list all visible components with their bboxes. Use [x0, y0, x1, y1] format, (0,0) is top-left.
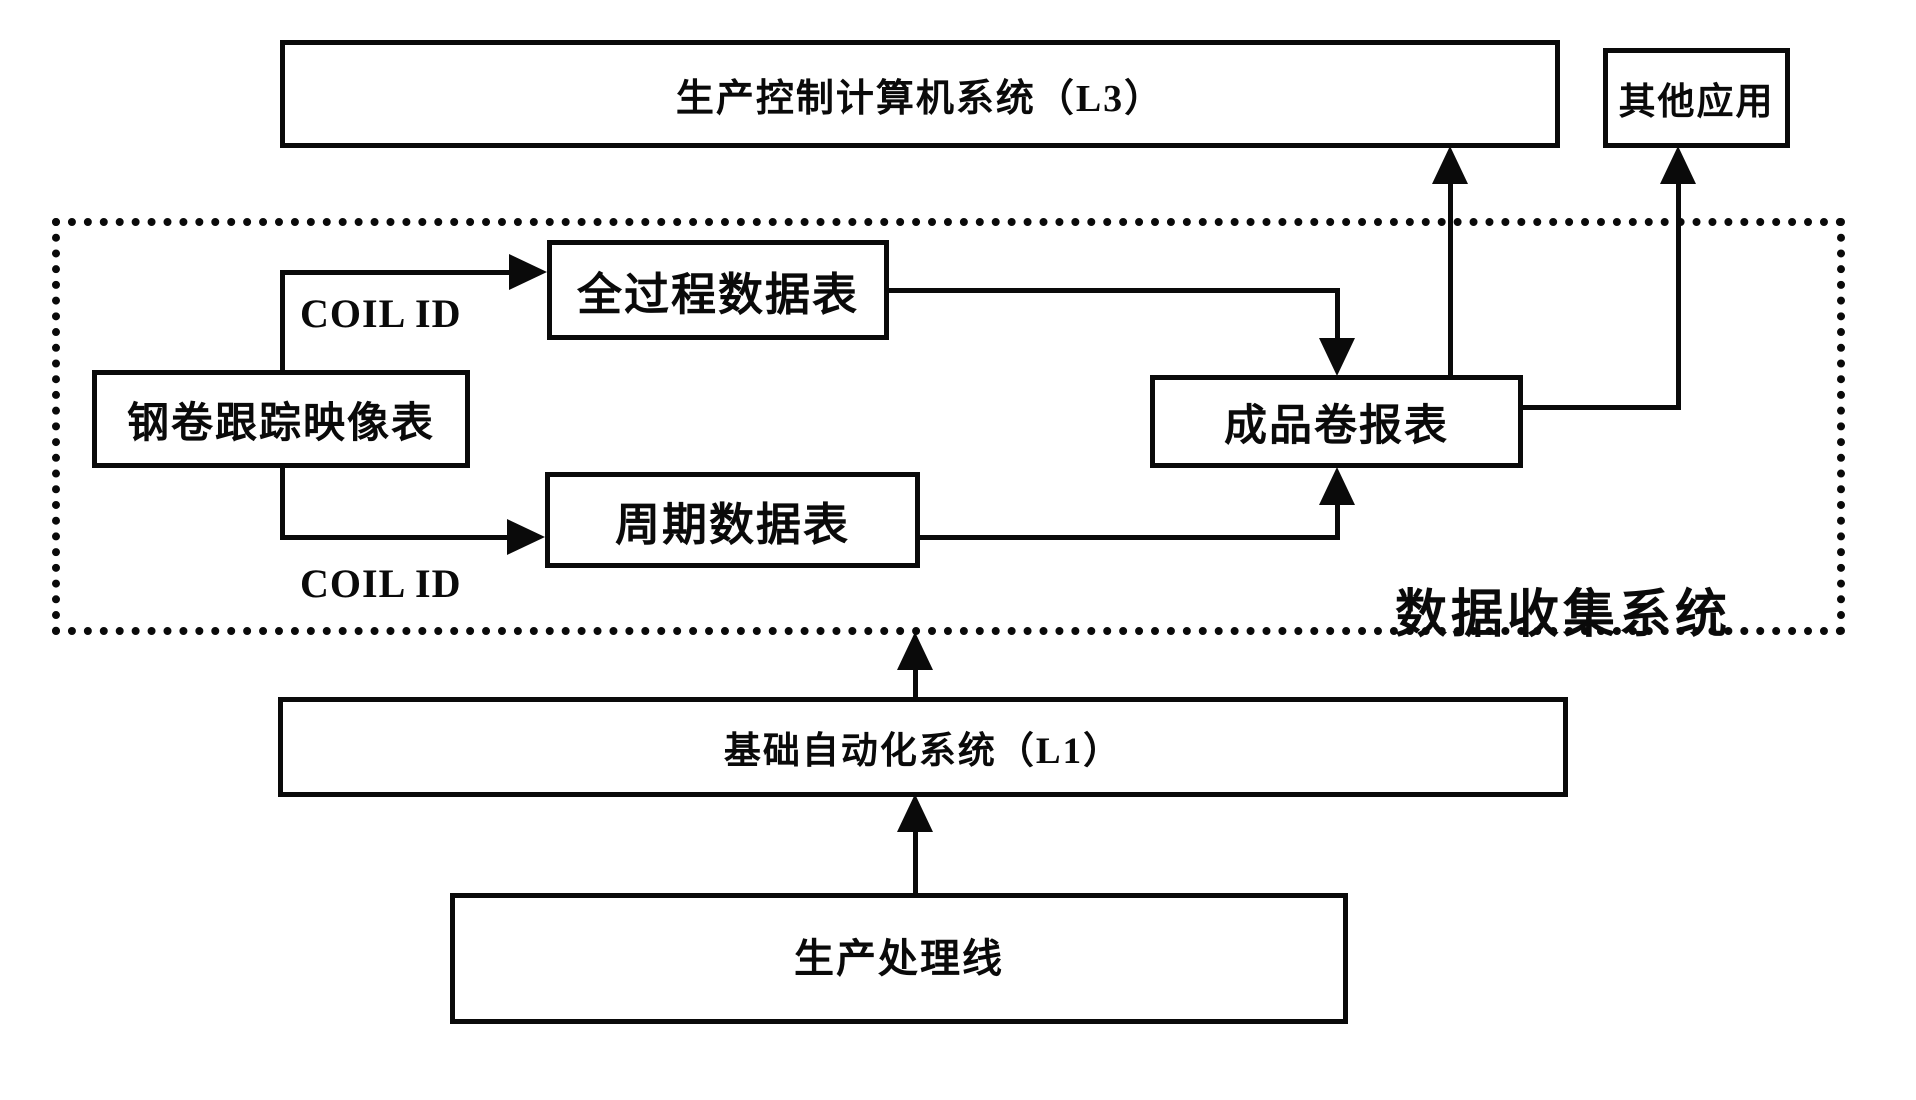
box-full-process-data-table: 全过程数据表	[547, 240, 889, 340]
box-l1-system-label: 基础自动化系统（L1）	[723, 731, 1123, 772]
connector-tracking-to-cycle-line	[280, 535, 510, 540]
box-production-line-label: 生产处理线	[794, 936, 1004, 981]
connector-fullprocess-to-report-drop	[1335, 288, 1340, 342]
connector-report-to-other-riser	[1676, 182, 1681, 410]
box-coil-tracking-image-table-label: 钢卷跟踪映像表	[126, 400, 435, 447]
connector-fullprocess-to-report-line	[889, 288, 1340, 293]
connector-cycle-to-report-riser	[1335, 503, 1340, 540]
box-l3-system: 生产控制计算机系统（L3）	[280, 40, 1560, 148]
connector-report-to-other-line	[1523, 405, 1681, 410]
box-cycle-data-table-label: 周期数据表	[614, 499, 850, 550]
box-other-applications: 其他应用	[1603, 48, 1790, 148]
arrowhead-into-collection-boundary	[897, 632, 933, 670]
box-finished-coil-report: 成品卷报表	[1150, 375, 1523, 468]
data-collection-system-boundary	[52, 218, 1845, 635]
connector-line-to-l1-riser	[913, 830, 918, 895]
arrowhead-into-l3	[1432, 146, 1468, 184]
box-l3-system-label: 生产控制计算机系统（L3）	[675, 77, 1165, 120]
connector-tracking-to-fullprocess-riser	[280, 272, 285, 370]
coil-id-label-top: COIL ID	[300, 291, 462, 336]
box-other-applications-label: 其他应用	[1618, 82, 1775, 123]
connector-report-to-l3-riser	[1448, 182, 1453, 375]
connector-cycle-to-report-line	[920, 535, 1340, 540]
arrowhead-into-l1	[897, 794, 933, 832]
connector-tracking-to-cycle-drop	[280, 468, 285, 540]
box-full-process-data-table-label: 全过程数据表	[576, 269, 859, 320]
connector-l1-to-collection-riser	[913, 668, 918, 699]
box-production-line: 生产处理线	[450, 893, 1348, 1024]
box-l1-system: 基础自动化系统（L1）	[278, 697, 1568, 797]
box-cycle-data-table: 周期数据表	[545, 472, 920, 568]
data-collection-system-label: 数据收集系统	[1395, 587, 1732, 644]
connector-tracking-to-fullprocess-line	[280, 270, 512, 275]
box-finished-coil-report-label: 成品卷报表	[1224, 402, 1449, 450]
arrowhead-into-report-bottom	[1319, 467, 1355, 505]
arrowhead-into-other-applications	[1660, 146, 1696, 184]
arrowhead-into-cycle-data-table	[507, 519, 545, 555]
box-coil-tracking-image-table: 钢卷跟踪映像表	[92, 370, 470, 468]
arrowhead-into-full-process-table	[509, 254, 547, 290]
coil-id-label-bottom: COIL ID	[300, 561, 462, 606]
arrowhead-into-report-top	[1319, 338, 1355, 376]
